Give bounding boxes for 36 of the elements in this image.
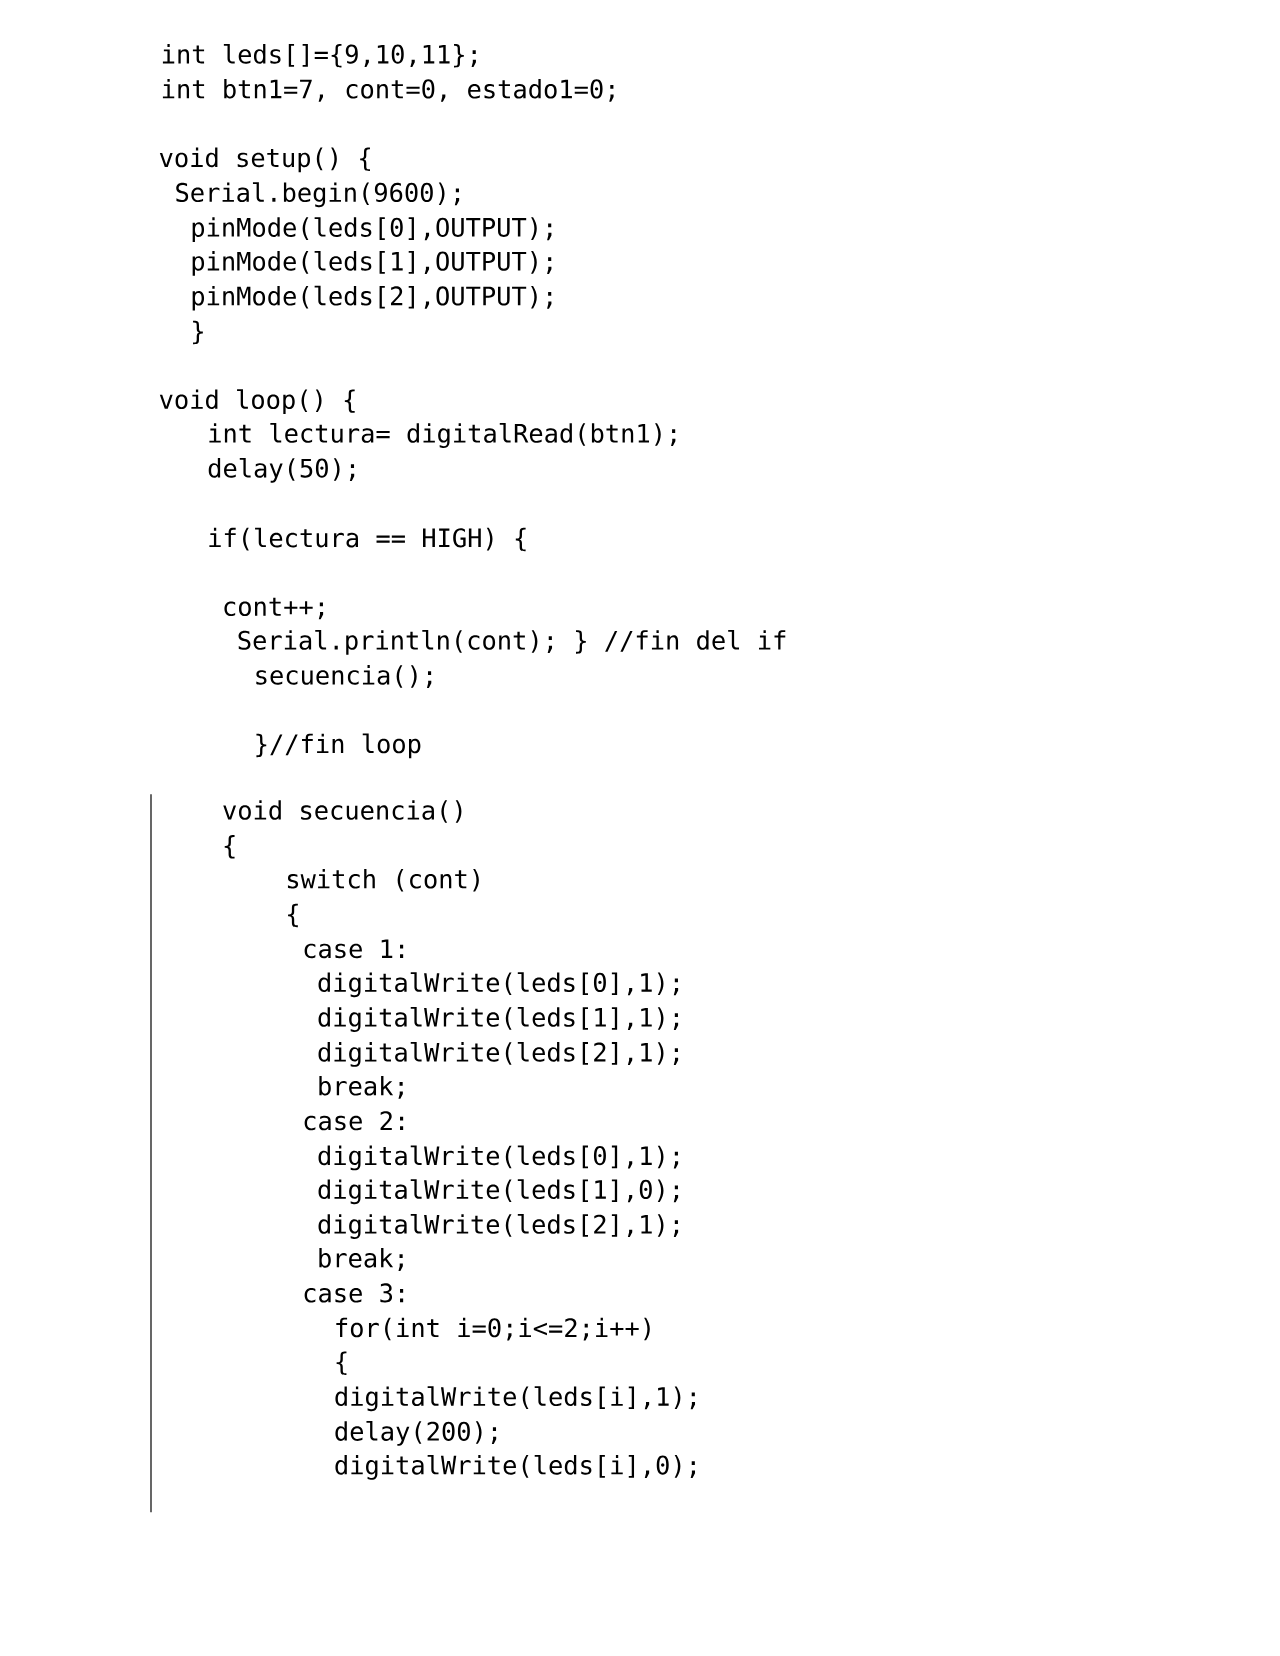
code-line: switch (cont) <box>287 868 479 892</box>
code-line: digitalWrite(leds[1],0); <box>318 1179 679 1205</box>
code-line: int btn1=7, cont=0, estado1=0; <box>162 78 614 102</box>
code-line: { <box>288 903 298 928</box>
code-line: digitalWrite(leds[i],1); <box>335 1386 695 1412</box>
code-line: digitalWrite(leds[0],1); <box>318 1145 679 1171</box>
code-line: digitalWrite(leds[i],0); <box>335 1454 695 1480</box>
code-line: digitalWrite(leds[1],1); <box>318 1007 679 1032</box>
code-line: }//fin loop <box>256 733 421 759</box>
code-line: void setup() { <box>159 147 370 173</box>
code-line: } <box>193 320 203 345</box>
code-line: { <box>224 835 235 859</box>
code-line: int lectura= digitalRead(btn1); <box>209 423 676 448</box>
code-line: break; <box>319 1075 403 1099</box>
code-line: for(int i=0;i<=2;i++) <box>336 1317 650 1341</box>
code-line: case 2: <box>304 1111 404 1131</box>
code-line: cont++; <box>224 597 324 620</box>
code-line: digitalWrite(leds[2],1); <box>318 1041 679 1067</box>
code-line: case 3: <box>304 1283 404 1303</box>
code-line: delay(50); <box>208 457 355 483</box>
code-line: Serial.println(cont); } //fin del if <box>238 630 786 655</box>
code-line: break; <box>319 1248 403 1271</box>
code-line: void secuencia() <box>223 800 462 823</box>
code-line: if(lectura == HIGH) { <box>209 527 526 552</box>
code-line: case 1: <box>304 939 404 959</box>
code-line: digitalWrite(leds[0],1); <box>318 972 679 998</box>
code-line: void loop() { <box>159 389 355 414</box>
code-line: { <box>336 1351 347 1375</box>
code-line: delay(200); <box>335 1421 497 1446</box>
code-line: Serial.begin(9600); <box>176 182 460 208</box>
code-line: int leds[]={9,10,11}; <box>162 43 476 68</box>
code-line: pinMode(leds[0],OUTPUT); <box>192 217 552 242</box>
code-line: digitalWrite(leds[2],1); <box>318 1214 679 1239</box>
code-line: secuencia(); <box>256 665 432 688</box>
code-line: pinMode(leds[1],OUTPUT); <box>192 250 552 276</box>
code-line: pinMode(leds[2],OUTPUT); <box>192 285 552 311</box>
